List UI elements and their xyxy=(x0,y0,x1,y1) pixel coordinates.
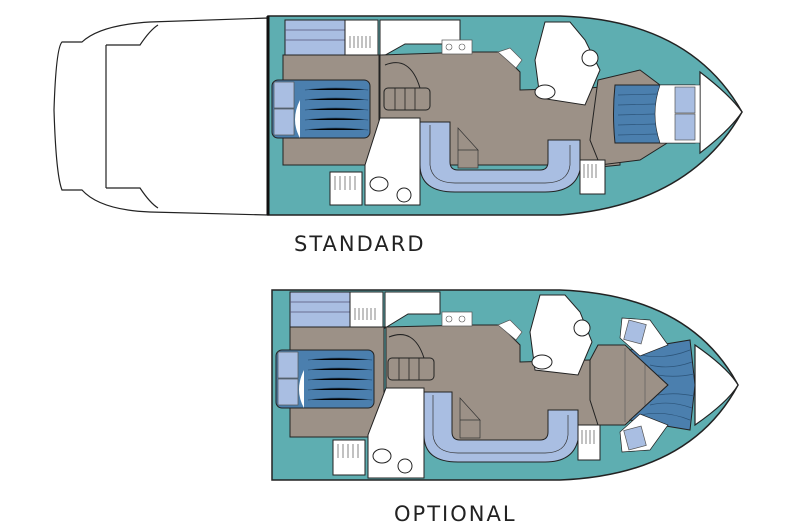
forward-v-berth-mattress xyxy=(628,339,696,431)
bow-tip xyxy=(694,343,739,427)
optional-layout-label: OPTIONAL xyxy=(394,502,517,526)
companionway-stairs xyxy=(387,357,435,381)
companionway-stairs xyxy=(383,87,431,111)
optional-layout xyxy=(271,289,739,481)
standard-layout xyxy=(53,15,743,216)
standard-layout-label: STANDARD xyxy=(294,232,426,256)
salon-dinette xyxy=(419,121,581,193)
bow-tip xyxy=(699,70,743,155)
swim-platform xyxy=(53,17,269,216)
forward-head xyxy=(534,21,601,106)
salon-dinette xyxy=(423,391,579,463)
aft-storage-top xyxy=(289,291,351,328)
aft-storage-top xyxy=(284,19,346,56)
